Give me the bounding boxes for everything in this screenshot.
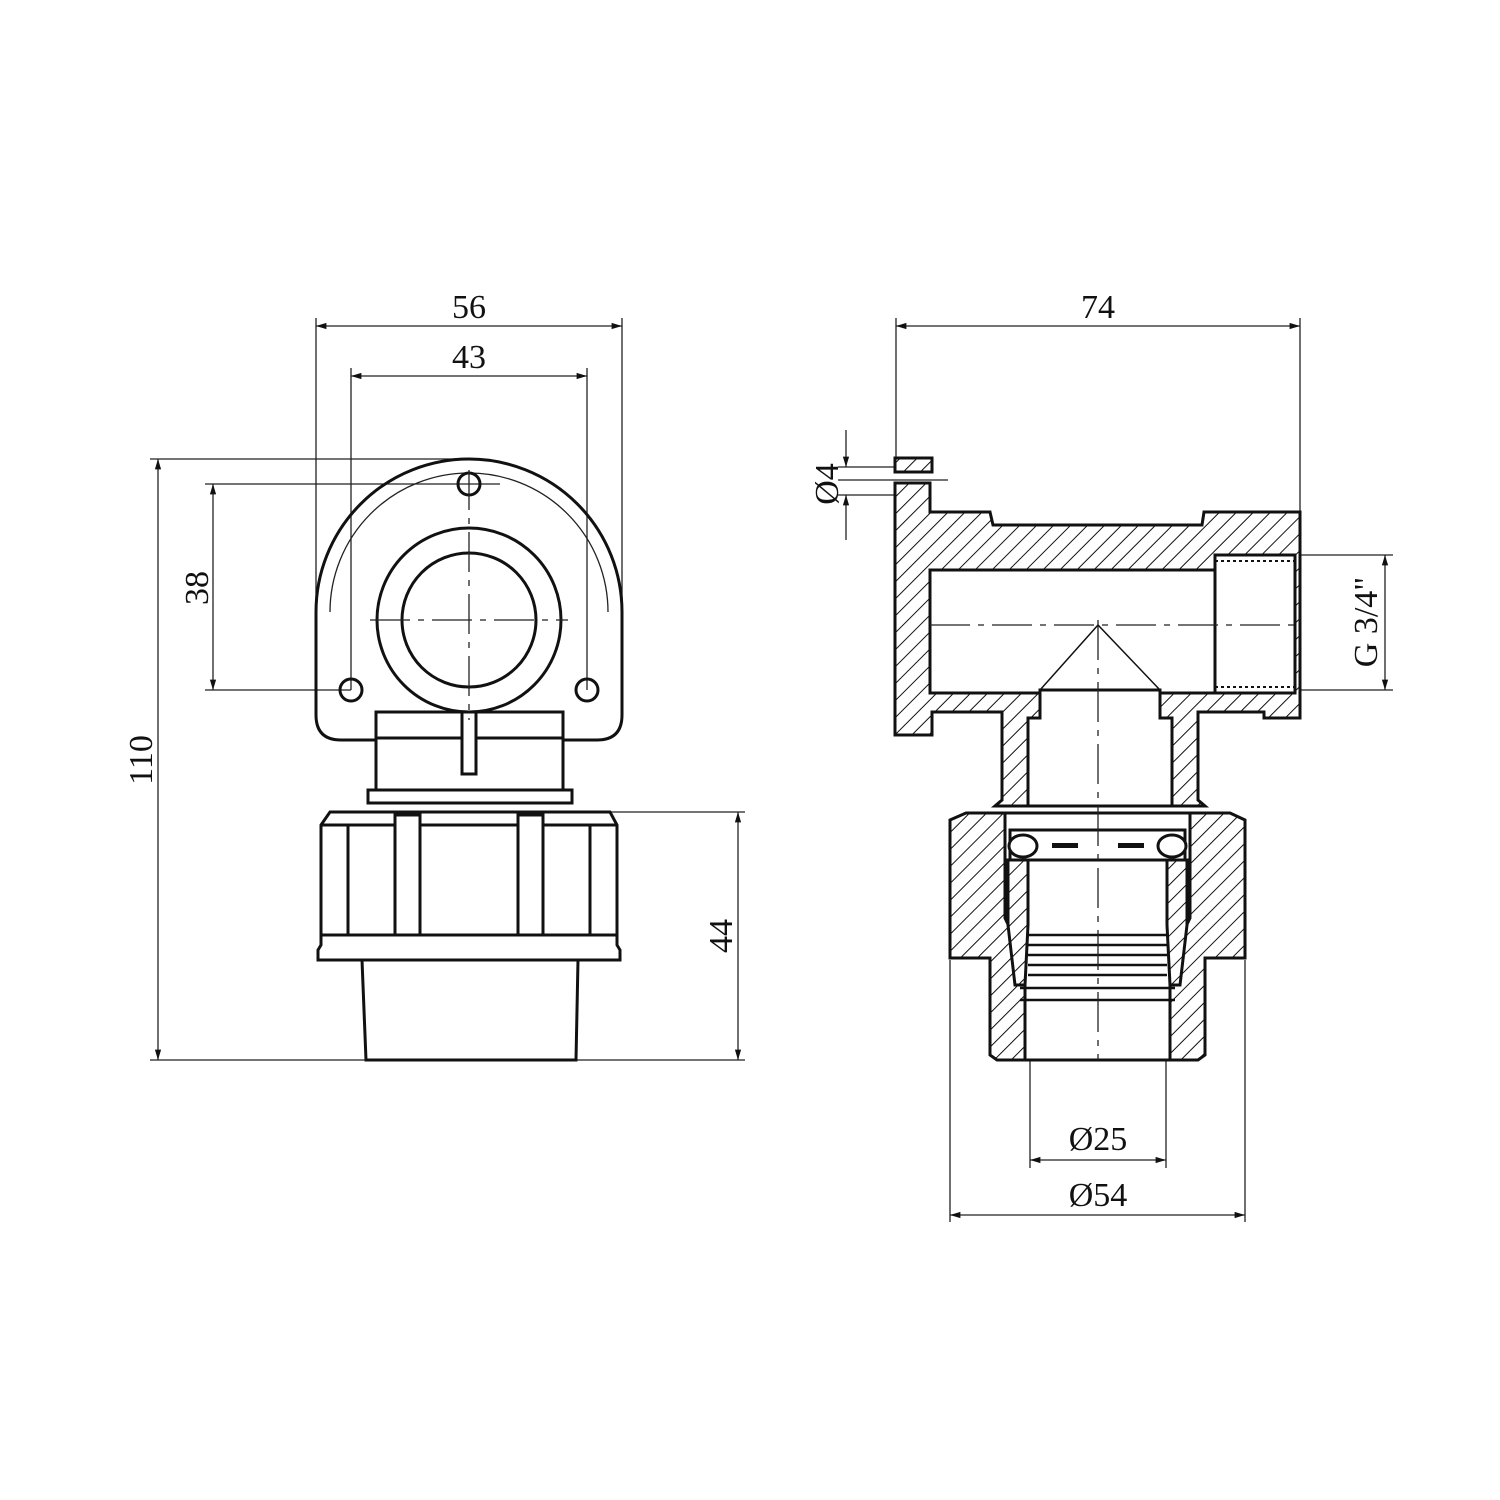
plate-tab	[893, 456, 934, 474]
mounting-hole-left	[338, 677, 364, 703]
dim-nut-height: 44	[703, 919, 740, 953]
dim-overall-height: 110	[123, 735, 160, 785]
dim-hole-spacing-vertical: 38	[179, 571, 216, 605]
dim-hole-diameter: Ø4	[809, 463, 846, 505]
o-ring-right	[1156, 833, 1188, 859]
threaded-bore	[1213, 553, 1297, 695]
dim-pipe-diameter: Ø25	[1069, 1121, 1128, 1158]
dimension-lines-section	[842, 322, 1389, 1219]
front-view: 56 43 110 38 44	[123, 289, 745, 1062]
dimension-lines	[154, 322, 742, 1061]
mounting-hole-right	[574, 677, 600, 703]
wall-plate	[314, 457, 624, 742]
dim-nut-diameter: Ø54	[1069, 1177, 1128, 1214]
section-view: 74 Ø4 G 3/4" Ø25 Ø54	[809, 289, 1393, 1222]
dim-thread: G 3/4"	[1348, 577, 1385, 667]
dim-hole-spacing-horizontal: 43	[452, 339, 486, 376]
o-ring-left	[1007, 833, 1039, 859]
dim-overall-width: 56	[452, 289, 486, 326]
compression-nut	[316, 810, 622, 962]
pipe-sleeve	[360, 958, 580, 1062]
dim-overall-length: 74	[1081, 289, 1115, 326]
extension-lines-section	[838, 318, 1393, 1222]
